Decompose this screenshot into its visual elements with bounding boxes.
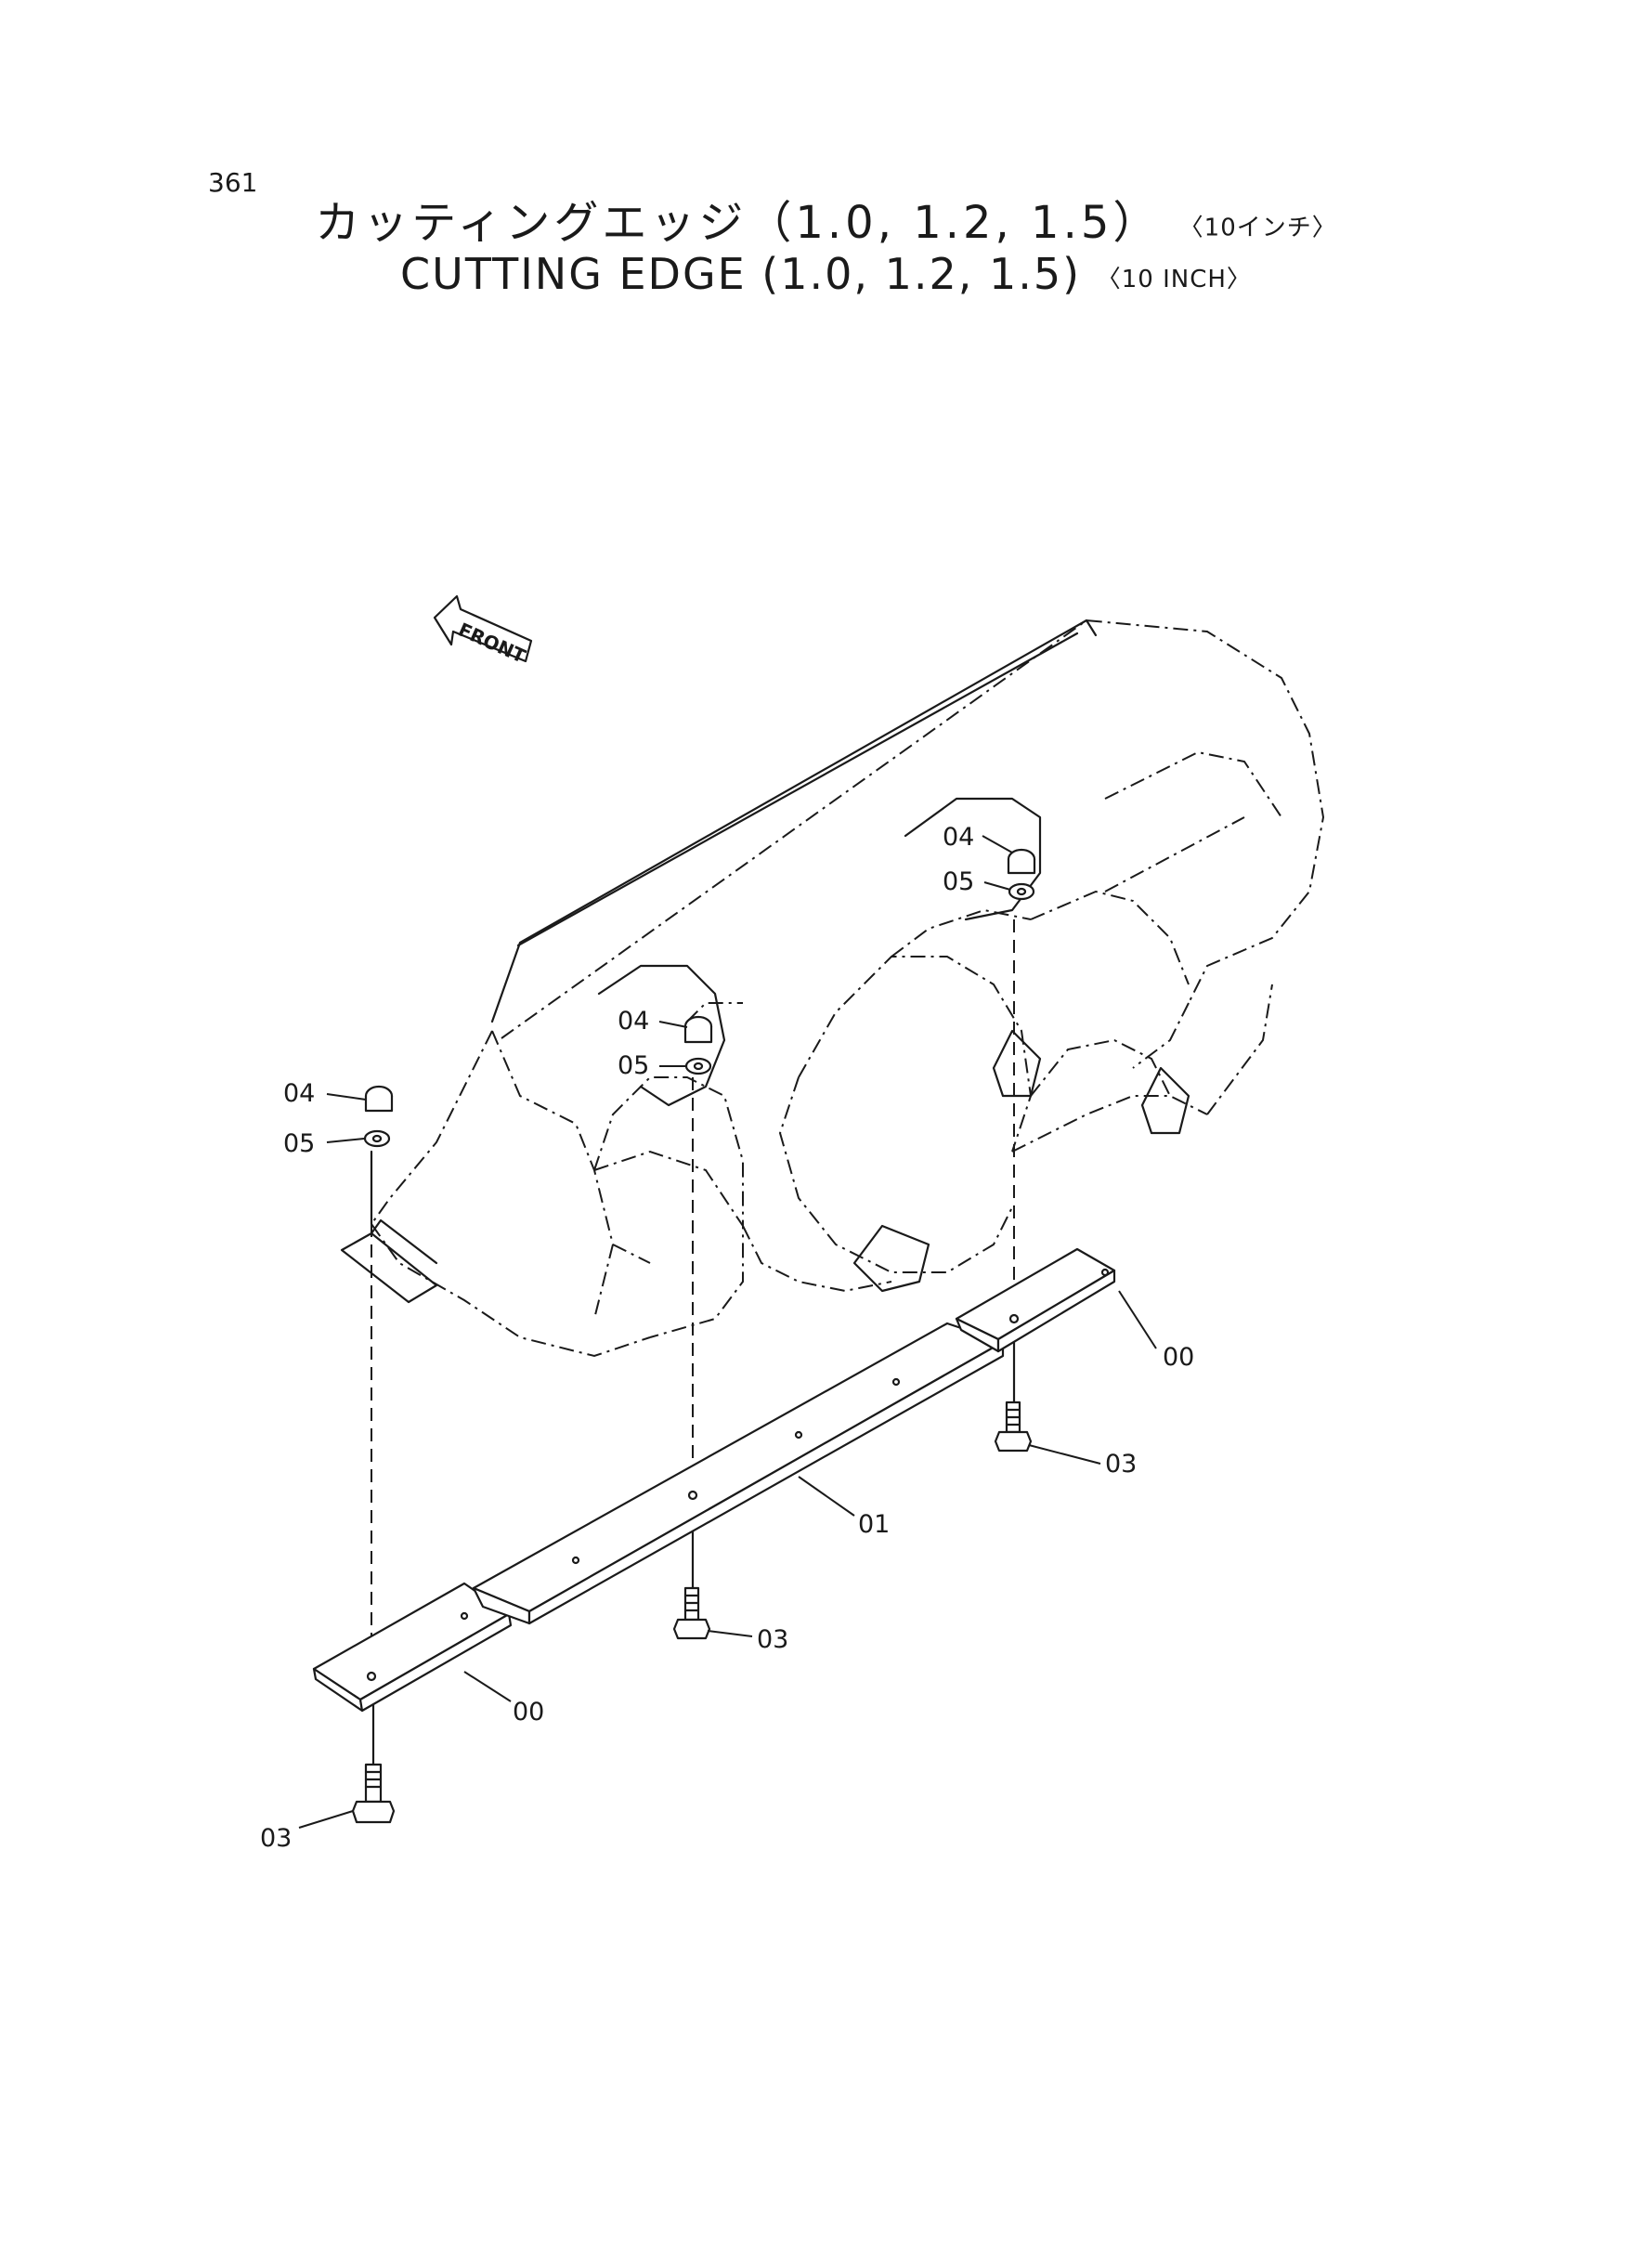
title-japanese-size: 〈10インチ〉: [1178, 214, 1337, 242]
front-arrow-icon: FRONT: [433, 594, 533, 668]
bolt-left: [351, 1763, 396, 1824]
callout-05-middle: 05: [618, 1051, 649, 1080]
cutting-edge-center: [472, 1322, 1005, 1625]
callout-04-top: 04: [943, 823, 974, 852]
cutting-edge-right-corner: [955, 1247, 1116, 1353]
washer-middle: [684, 1057, 712, 1075]
callout-01: 01: [858, 1510, 890, 1539]
nut-middle: [683, 1015, 713, 1044]
bucket-phantom-outline: [340, 619, 1325, 1358]
title-english: CUTTING EDGE (1.0, 1.2, 1.5) 〈10 INCH〉: [0, 249, 1652, 299]
callout-04-left: 04: [283, 1079, 315, 1108]
nut-top: [1007, 848, 1036, 875]
callout-05-top: 05: [943, 867, 974, 896]
washer-top: [1008, 882, 1035, 901]
title-english-size: 〈10 INCH〉: [1096, 266, 1252, 293]
bolt-middle: [672, 1586, 711, 1640]
callout-03-right: 03: [1105, 1450, 1137, 1479]
title-japanese: カッティングエッジ（1.0, 1.2, 1.5） 〈10インチ〉: [0, 186, 1652, 251]
callout-03-left: 03: [260, 1824, 292, 1853]
callout-00-left: 00: [513, 1698, 544, 1726]
title-japanese-main: カッティングエッジ（1.0, 1.2, 1.5）: [315, 197, 1162, 249]
page-number: 361: [208, 167, 258, 198]
callout-04-middle: 04: [618, 1007, 649, 1036]
callout-03-middle: 03: [757, 1625, 788, 1654]
title-english-main: CUTTING EDGE (1.0, 1.2, 1.5): [400, 249, 1082, 299]
nut-left: [364, 1085, 394, 1113]
callout-05-left: 05: [283, 1129, 315, 1158]
callout-00-right: 00: [1163, 1343, 1194, 1372]
washer-left: [363, 1129, 391, 1148]
front-label: FRONT: [455, 619, 529, 668]
bolt-right: [994, 1401, 1033, 1453]
